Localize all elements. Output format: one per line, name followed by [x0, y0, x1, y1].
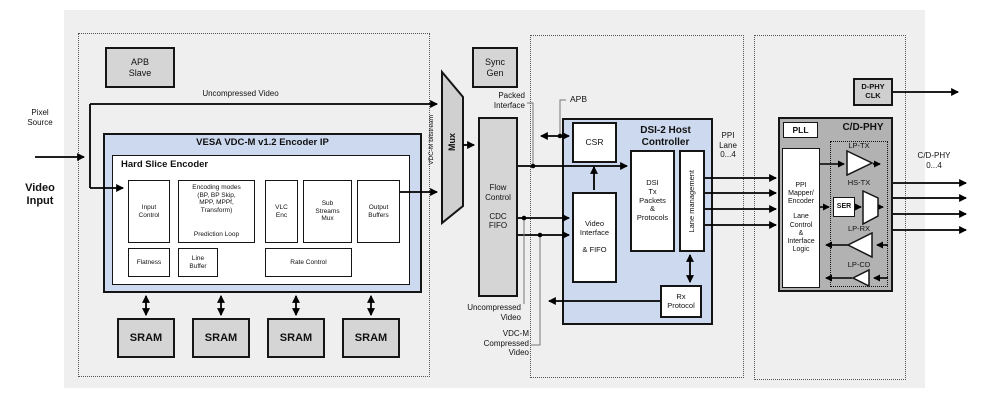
- sync-gen-block: Sync Gen: [472, 47, 518, 88]
- flow-control-text: Flow Control: [485, 183, 511, 202]
- uncompressed-video-top-label: Uncompressed Video: [202, 89, 279, 98]
- uncompressed-video-out-label: Uncompressed Video: [467, 303, 521, 322]
- flatness-text: Flatness: [136, 258, 162, 266]
- apb-slave-text: APB Slave: [128, 56, 152, 78]
- vlc-enc-block: VLC Enc: [265, 180, 298, 243]
- input-control-block: Input Control: [128, 180, 170, 243]
- encoding-modes-block: Encoding modes (BP, BP Skip, MPP, MPPf, …: [178, 180, 255, 243]
- lp-cd-label: LP-CD: [847, 260, 871, 269]
- lp-rx-label: LP-RX: [847, 224, 871, 233]
- hard-slice-encoder-title: Hard Slice Encoder: [121, 159, 209, 170]
- csr-text: CSR: [585, 137, 604, 148]
- mux-text: Mux: [446, 133, 457, 151]
- rate-control-text: Rate Control: [290, 258, 327, 266]
- sub-streams-mux-text: Sub Streams Mux: [315, 200, 340, 223]
- vlc-enc-text: VLC Enc: [275, 203, 288, 219]
- dphy-clk-text: D-PHY CLK: [861, 82, 885, 100]
- encoding-modes-text: Encoding modes (BP, BP Skip, MPP, MPPf, …: [192, 184, 241, 214]
- rx-protocol-text: Rx Protocol: [667, 291, 695, 310]
- vdcm-bitstream-label: VDC-M bitstream: [425, 100, 439, 180]
- sram-block-2: SRAM: [192, 318, 250, 358]
- ser-text: SER: [836, 202, 852, 210]
- ppi-lane-label: PPI Lane 0...4: [719, 131, 737, 160]
- apb-bus-label: APB: [570, 94, 588, 104]
- apb-slave-block: APB Slave: [105, 47, 175, 88]
- mux-label: Mux: [441, 113, 463, 171]
- cdc-fifo-text: CDC FIFO: [488, 212, 508, 231]
- hs-tx-label: HS-TX: [847, 178, 871, 187]
- encoder-region-outline: [78, 33, 430, 377]
- lane-control-text: Lane Control & Interface Logic: [787, 213, 815, 254]
- output-buffers-text: Output Buffers: [368, 203, 389, 219]
- video-interface-fifo-text: Video Interface & FIFO: [579, 218, 610, 255]
- flatness-block: Flatness: [128, 248, 170, 277]
- sram-block-4: SRAM: [342, 318, 400, 358]
- flow-control-cdc-fifo-block: Flow Control CDC FIFO: [478, 117, 518, 297]
- dsi-tx-packets-block: DSI Tx Packets & Protocols: [630, 150, 675, 252]
- line-buffer-block: Line Buffer: [178, 248, 218, 277]
- sram-block-1: SRAM: [117, 318, 175, 358]
- output-buffers-block: Output Buffers: [357, 180, 400, 243]
- line-buffer-text: Line Buffer: [189, 254, 207, 270]
- sram-text: SRAM: [129, 331, 163, 344]
- sram-text: SRAM: [204, 331, 238, 344]
- video-input-label: Video Input: [25, 182, 55, 208]
- pll-text: PLL: [792, 124, 809, 135]
- sram-text: SRAM: [279, 331, 313, 344]
- csr-block: CSR: [572, 122, 617, 163]
- pll-block: PLL: [783, 122, 818, 138]
- packed-interface-label: Packed Interface: [493, 91, 525, 110]
- cd-phy-output-label: C/D-PHY 0...4: [917, 151, 951, 170]
- input-control-text: Input Control: [138, 203, 160, 219]
- rx-protocol-block: Rx Protocol: [660, 285, 702, 318]
- vdcm-compressed-video-label: VDC-M Compressed Video: [483, 329, 529, 358]
- dsi-region-outline: [530, 35, 744, 378]
- dsi2-host-controller-title: DSI-2 Host Controller: [640, 125, 691, 148]
- rate-control-block: Rate Control: [265, 248, 352, 277]
- sub-streams-mux-block: Sub Streams Mux: [303, 180, 352, 243]
- lane-management-block: Lane management: [679, 150, 705, 252]
- phy-region-outline: [754, 35, 906, 380]
- cd-phy-title: C/D-PHY: [842, 122, 884, 133]
- ppi-mapper-lane-control-block: PPI Mapper/ Encoder Lane Control & Inter…: [782, 148, 820, 288]
- dphy-clk-block: D-PHY CLK: [853, 78, 893, 106]
- vdcm-bitstream-text: VDC-M bitstream: [428, 115, 436, 165]
- prediction-loop-text: Prediction Loop: [193, 231, 240, 239]
- pixel-source-label: Pixel Source: [27, 108, 53, 127]
- sync-gen-text: Sync Gen: [484, 56, 505, 78]
- sram-block-3: SRAM: [267, 318, 325, 358]
- ser-block: SER: [833, 197, 855, 217]
- dsi-tx-packets-text: DSI Tx Packets & Protocols: [636, 177, 669, 223]
- video-interface-fifo-block: Video Interface & FIFO: [572, 192, 617, 283]
- ppi-mapper-text: PPI Mapper/ Encoder: [787, 181, 815, 206]
- vesa-encoder-title: VESA VDC-M v1.2 Encoder IP: [196, 137, 329, 148]
- lane-management-text: Lane management: [686, 169, 696, 233]
- lp-tx-label: LP-TX: [848, 141, 870, 150]
- sram-text: SRAM: [354, 331, 388, 344]
